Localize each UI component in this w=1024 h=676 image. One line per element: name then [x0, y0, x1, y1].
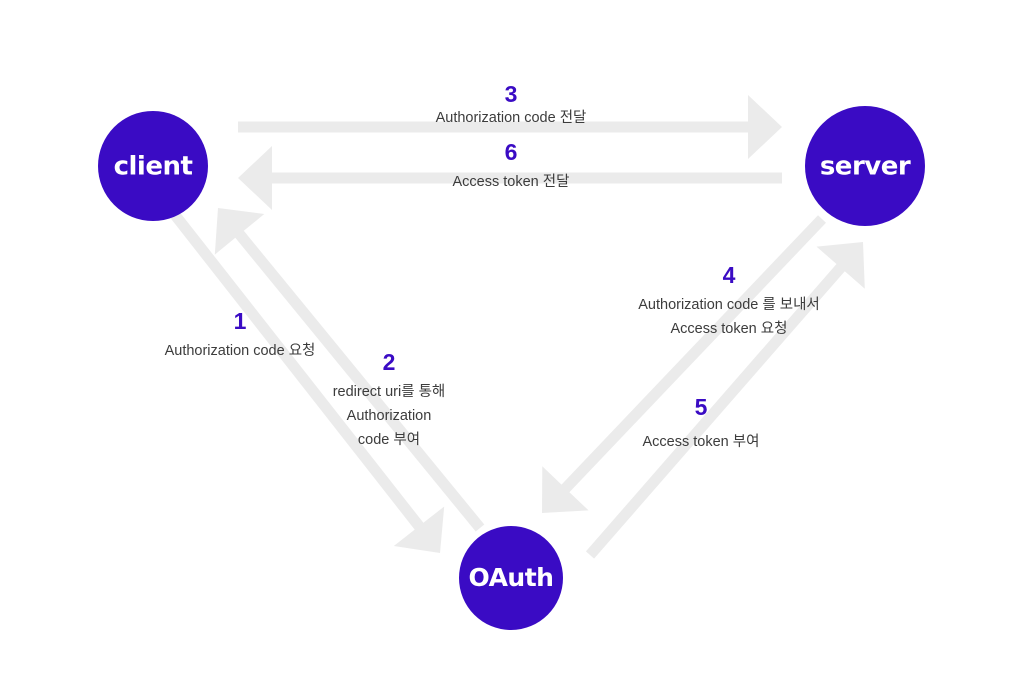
arrow-shape-step4: [585, 242, 865, 559]
step-text-line: Authorization code 를 보내서: [638, 296, 820, 313]
node-server[interactable]: server: [805, 106, 925, 226]
node-circle-server[interactable]: [805, 106, 925, 226]
step-number-step6: 6: [505, 139, 518, 165]
arrow-step3: [238, 95, 782, 159]
step-number-step5: 5: [695, 394, 708, 420]
arrow-step2: [214, 208, 485, 532]
arrow-step4: [585, 242, 865, 559]
step-text-line: redirect uri를 통해: [333, 383, 446, 400]
node-circle-client[interactable]: [98, 111, 208, 221]
step-text-line: code 부여: [358, 431, 420, 448]
step-number-step1: 1: [234, 308, 247, 334]
step-text-line: Authorization: [347, 408, 432, 424]
arrow-shape-step1: [170, 211, 445, 553]
step-text-step4: Authorization code 를 보내서 Access token 요청: [638, 296, 820, 337]
step-number-step4: 4: [723, 262, 736, 288]
arrow-step6: [238, 146, 782, 210]
node-label-oauth: OAuth: [469, 563, 554, 592]
step-text-step1: Authorization code 요청: [165, 342, 316, 359]
step-text-step2: redirect uri를 통해 Authorization code 부여: [333, 383, 446, 448]
step-text-line: Authorization code 전달: [436, 109, 587, 126]
arrows-layer: [170, 95, 865, 559]
arrow-shape-step3: [238, 95, 782, 159]
step-text-line: Access token 전달: [453, 173, 570, 190]
step-text-line: Authorization code 요청: [165, 342, 316, 359]
node-client[interactable]: client: [98, 111, 208, 221]
arrow-shape-step6: [238, 146, 782, 210]
arrow-shape-step2: [214, 208, 485, 532]
step-text-line: Access token 요청: [671, 320, 788, 337]
step-text-step3: Authorization code 전달: [436, 109, 587, 126]
node-oauth[interactable]: OAuth: [459, 526, 563, 630]
node-label-server: server: [820, 152, 911, 182]
step-text-step5: Access token 부여: [643, 433, 760, 450]
step-number-step2: 2: [383, 349, 396, 375]
arrow-shape-step5: [542, 215, 826, 513]
step-text-step6: Access token 전달: [453, 173, 570, 190]
step-number-step3: 3: [505, 81, 518, 107]
step-text-line: Access token 부여: [643, 433, 760, 450]
arrow-step5: [542, 215, 826, 513]
arrow-label-step2: 2 redirect uri를 통해 Authorization code 부여: [333, 349, 446, 448]
node-label-client: client: [114, 152, 193, 182]
node-circle-oauth[interactable]: [459, 526, 563, 630]
arrow-step1: [170, 211, 445, 553]
